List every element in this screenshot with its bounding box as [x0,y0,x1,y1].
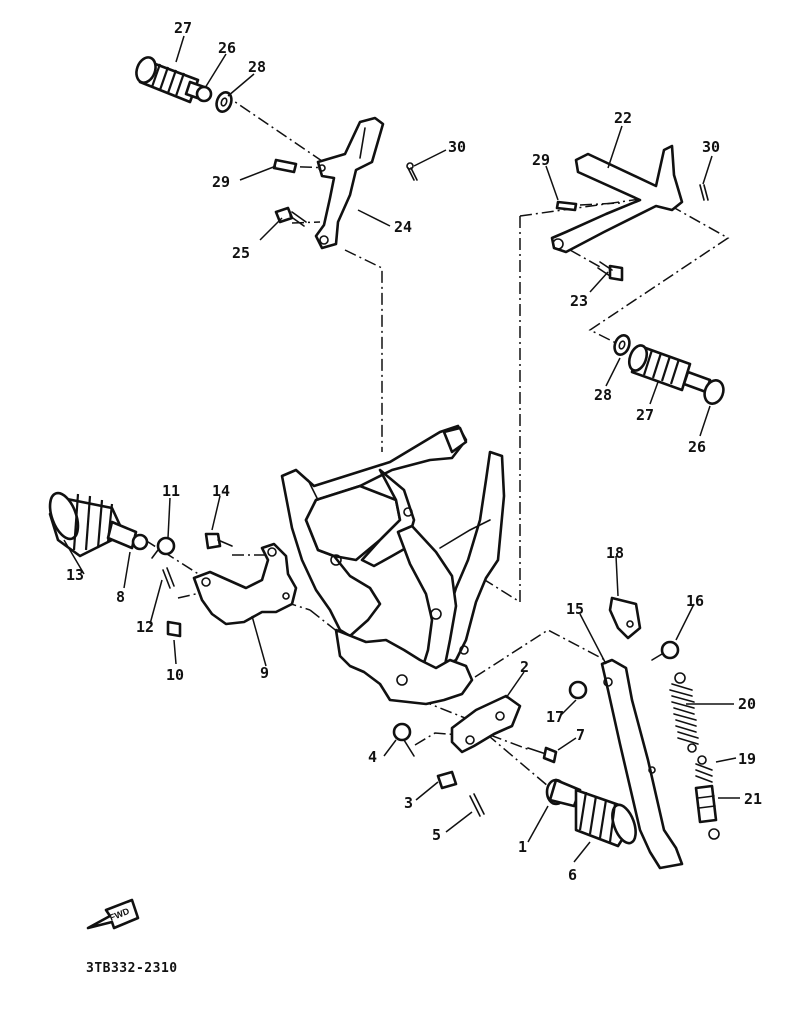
rear-footrest-left [135,56,233,113]
callout-27-right: 27 [636,406,654,424]
callout-20: 20 [738,695,756,713]
callout-14: 14 [212,482,230,500]
bolt-29a [272,158,298,174]
leader-lines [63,35,740,863]
callout-10: 10 [166,666,184,684]
callout-23: 23 [570,292,588,310]
callout-19: 19 [738,750,756,768]
callout-28-top: 28 [248,58,266,76]
footrest-rubber-6 [574,788,637,848]
callout-29-right: 29 [532,151,550,169]
nut-10 [166,620,182,638]
spring-21 [694,784,720,840]
callout-25: 25 [232,244,250,262]
bolt-14 [204,532,233,550]
callout-30-top: 30 [448,138,466,156]
callout-16: 16 [686,592,704,610]
callouts: 27 26 28 30 29 24 25 22 29 30 23 28 27 2… [66,19,762,884]
callout-18: 18 [606,544,624,562]
nut-17 [568,680,588,700]
callout-21: 21 [744,790,762,808]
callout-5: 5 [432,826,441,844]
callout-30-right: 30 [702,138,720,156]
footrest-shaft-1 [545,778,582,808]
bolt-23 [597,261,624,282]
bolt-16 [651,640,680,661]
rear-footrest-bracket-22 [550,144,684,254]
catalog-code: 3TB332-2310 [86,961,178,976]
washer-28a [215,91,233,113]
clip-3 [436,770,458,790]
callout-28-right: 28 [594,386,612,404]
callout-24: 24 [394,218,412,236]
callout-29-top: 29 [212,173,230,191]
callout-7: 7 [576,726,585,744]
callout-27-top: 27 [174,19,192,37]
callout-6: 6 [568,866,577,884]
pin-12 [162,567,175,589]
bolt-7 [527,746,558,764]
callout-1: 1 [518,838,527,856]
pin-5 [469,793,485,817]
sidestand-bracket-2 [450,694,522,754]
front-direction-arrow-icon: FWD [86,898,140,930]
footrest-rubber-27a [135,56,200,104]
footrest-pin-26a [184,80,213,103]
callout-9: 9 [260,664,269,682]
callout-2: 2 [520,658,529,676]
rear-footrest-right [613,334,725,405]
footrest-rubber-13 [48,491,126,558]
front-footrest-left [48,491,149,558]
rear-footrest-bracket-24 [314,116,385,250]
frame-section [280,424,506,706]
footrest-rubber-27b [627,344,692,392]
callout-22: 22 [614,109,632,127]
cotter-pin-30b [699,184,709,201]
sidestand-15 [600,658,684,870]
callout-11: 11 [162,482,180,500]
callout-17: 17 [546,708,564,726]
callout-15: 15 [566,600,584,618]
footrest-pin-26b [682,370,725,405]
bolt-4 [392,722,415,757]
callout-12: 12 [136,618,154,636]
bolt-25 [274,206,307,227]
callout-3: 3 [404,794,413,812]
washer-28b [613,334,631,356]
callout-4: 4 [368,748,377,766]
cotter-pin-30a [406,162,418,181]
spring-20 [669,672,699,753]
footrest-bracket-9 [192,542,298,626]
spring-hook-18 [608,596,642,640]
callout-26-top: 26 [218,39,236,57]
front-footrest-right [545,778,637,848]
spring-19 [695,755,713,783]
bolt-29b [555,200,578,212]
callout-13: 13 [66,566,84,584]
callout-26-right: 26 [688,438,706,456]
callout-8: 8 [116,588,125,606]
bolt-11 [151,536,176,559]
footrest-shaft-8 [106,520,149,551]
